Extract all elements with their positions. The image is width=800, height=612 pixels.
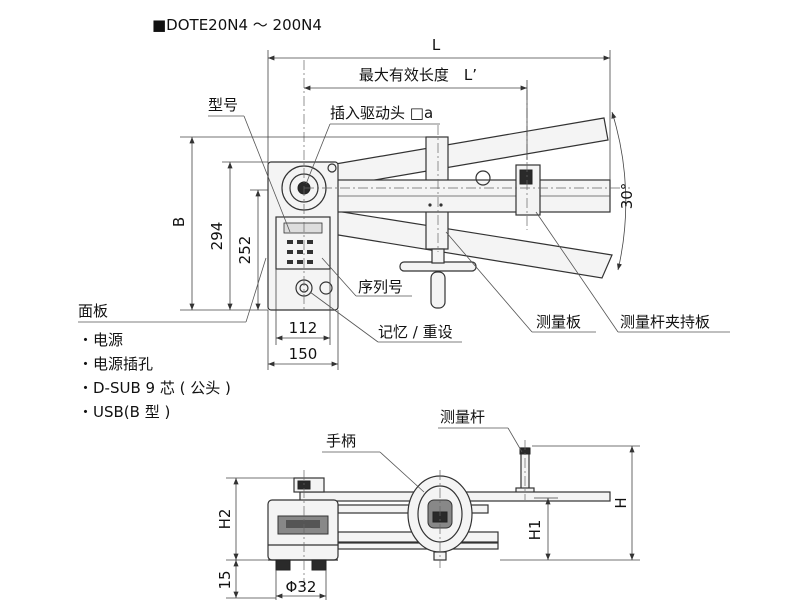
label-memory-reset: 记忆 / 重设	[378, 323, 453, 341]
dim-phi32-label: Φ32	[286, 578, 317, 596]
dim-112-label: 112	[289, 319, 318, 337]
dim-B: B	[170, 136, 426, 311]
label-serial-number: 序列号	[358, 278, 403, 296]
dim-L-label: L	[432, 36, 441, 54]
dim-150-label: 150	[289, 345, 318, 363]
handle-grip	[430, 271, 446, 309]
dim-Lprime: 最大有效长度 L’	[304, 66, 528, 160]
leader-memory-reset: 记忆 / 重设	[309, 291, 462, 343]
foot-left	[275, 559, 291, 571]
handwheel-stem	[431, 248, 445, 264]
keypad	[287, 240, 313, 264]
panel-title: 面板	[78, 302, 108, 320]
dim-H2-label: H2	[216, 509, 234, 530]
dim-L: L	[267, 36, 611, 180]
label-holder-plate: 测量杆夹持板	[620, 313, 710, 331]
dim-H2: H2	[216, 477, 294, 561]
panel-item-usb: ・USB(B 型 )	[78, 403, 170, 421]
leader-measuring-plate: 测量板	[445, 231, 596, 333]
leader-serial-number: 序列号	[321, 257, 412, 297]
foot-right	[311, 559, 327, 571]
max-effective-length-label: 最大有效长度 L’	[359, 66, 477, 84]
dim-15-label: 15	[216, 570, 234, 589]
leader-measuring-rod: 测量杆	[438, 408, 523, 453]
label-measuring-plate: 测量板	[536, 313, 581, 331]
dim-294-label: 294	[208, 222, 226, 251]
dim-H-label: H	[612, 497, 630, 508]
leader-drive-head: 插入驱动头 □a	[305, 104, 440, 185]
leader-handle: 手柄	[322, 432, 425, 493]
label-measuring-rod: 测量杆	[440, 408, 485, 426]
dim-112: 112	[275, 269, 331, 345]
dim-150: 150	[267, 310, 339, 370]
leader-model-number: 型号	[208, 96, 291, 233]
dim-252: 252	[236, 189, 268, 310]
top-view	[267, 60, 630, 312]
angle-label: 30°	[618, 183, 636, 210]
panel-item-power: ・电源	[78, 331, 123, 349]
dim-H1-label: H1	[526, 520, 544, 541]
leader-holder-plate: 测量杆夹持板	[535, 211, 730, 333]
dim-15: 15	[216, 560, 276, 599]
dim-angle: 30°	[611, 111, 636, 271]
dim-H1: H1	[526, 497, 558, 560]
model-title: ■DOTE20N4 ～ 200N4	[152, 16, 322, 34]
panel-item-power-jack: ・电源插孔	[78, 355, 153, 373]
dim-252-label: 252	[236, 236, 254, 265]
dim-B-label: B	[170, 217, 188, 227]
dim-phi32: Φ32	[275, 570, 327, 600]
panel-notes: 面板 ・电源 ・电源插孔 ・D-SUB 9 芯 ( 公头 ) ・USB(B 型 …	[78, 257, 267, 421]
label-model-number: 型号	[208, 96, 238, 114]
dim-294: 294	[208, 161, 268, 310]
side-view	[267, 440, 611, 582]
dim-H: H	[500, 445, 640, 561]
holder-clamp	[519, 169, 533, 185]
panel-item-dsub: ・D-SUB 9 芯 ( 公头 )	[78, 379, 231, 397]
label-drive-head: 插入驱动头 □a	[330, 104, 433, 122]
arm-upper-position	[317, 117, 609, 190]
label-handle: 手柄	[326, 432, 356, 450]
memory-reset-button-2	[319, 281, 333, 295]
